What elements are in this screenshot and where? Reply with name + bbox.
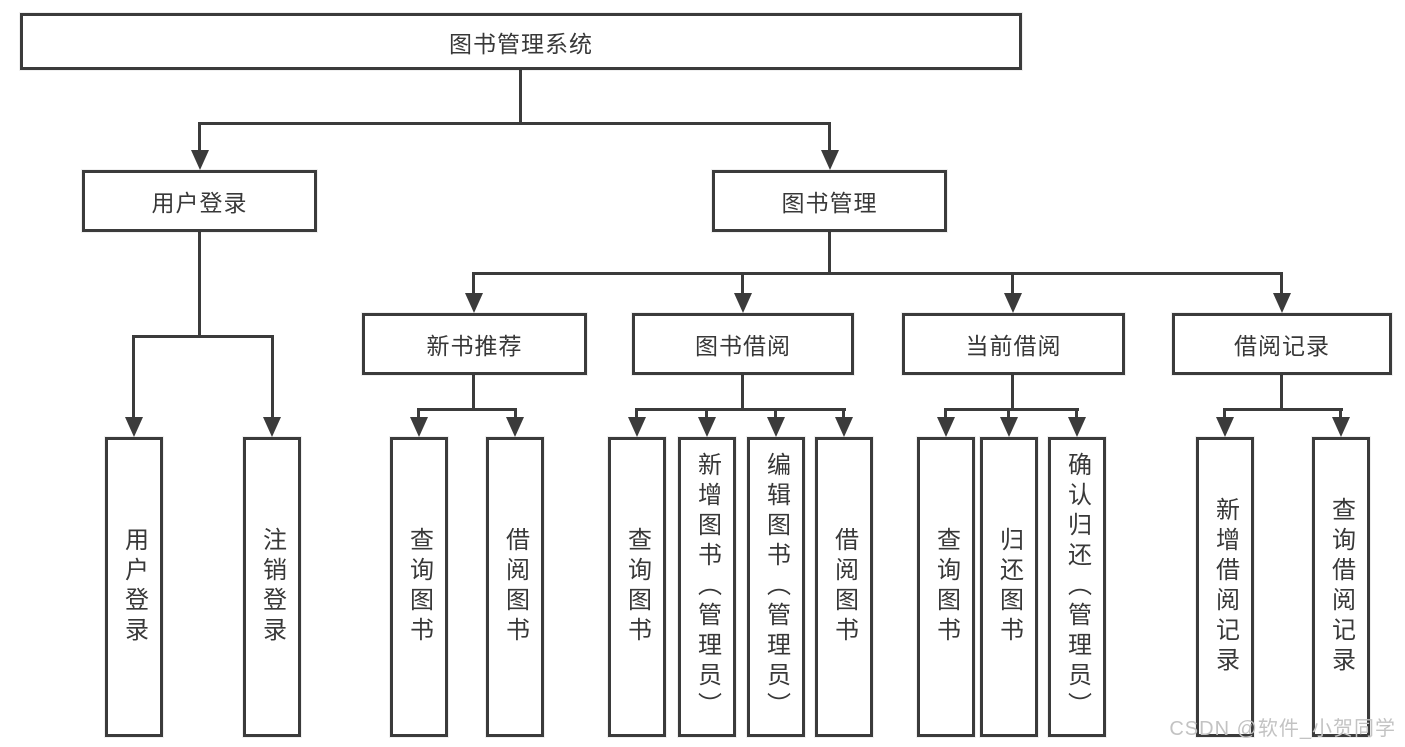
- node-user-login: 用户登录: [82, 170, 317, 232]
- leaf-borrowing-edit-books-admin: 编辑图书（管理员）: [747, 437, 805, 737]
- connector-line: [1280, 272, 1283, 295]
- connector-line: [842, 408, 845, 420]
- arrow-down-icon: [1216, 417, 1234, 437]
- connector-line: [198, 232, 201, 335]
- connector-line: [271, 335, 274, 419]
- arrow-down-icon: [1000, 417, 1018, 437]
- leaf-logout: 注销登录: [243, 437, 301, 737]
- connector-line: [1223, 408, 1343, 411]
- arrow-down-icon: [1004, 293, 1022, 313]
- connector-line: [473, 272, 1283, 275]
- leaf-current-query-books: 查询图书: [917, 437, 975, 737]
- arrow-down-icon: [410, 417, 428, 437]
- connector-line: [635, 408, 638, 420]
- arrow-down-icon: [698, 417, 716, 437]
- connector-line: [1339, 408, 1342, 420]
- connector-line: [635, 408, 846, 411]
- node-borrow-records: 借阅记录: [1172, 313, 1392, 375]
- connector-line: [741, 272, 744, 295]
- node-book-borrowing: 图书借阅: [632, 313, 854, 375]
- node-book-management: 图书管理: [712, 170, 947, 232]
- node-root-system: 图书管理系统: [20, 13, 1022, 70]
- arrow-down-icon: [191, 150, 209, 170]
- connector-line: [944, 408, 1079, 411]
- arrow-down-icon: [734, 293, 752, 313]
- connector-line: [132, 335, 274, 338]
- arrow-down-icon: [465, 293, 483, 313]
- node-current-borrowing: 当前借阅: [902, 313, 1125, 375]
- connector-line: [417, 408, 420, 420]
- arrow-down-icon: [263, 417, 281, 437]
- connector-line: [472, 272, 475, 295]
- arrow-down-icon: [125, 417, 143, 437]
- connector-line: [1011, 272, 1014, 295]
- arrow-down-icon: [1332, 417, 1350, 437]
- connector-line: [472, 375, 475, 408]
- leaf-current-return-books: 归还图书: [980, 437, 1038, 737]
- arrow-down-icon: [767, 417, 785, 437]
- connector-line: [828, 122, 831, 152]
- leaf-borrowing-add-books-admin: 新增图书（管理员）: [678, 437, 736, 737]
- connector-line: [944, 408, 947, 420]
- connector-line: [198, 122, 201, 152]
- leaf-newbook-query-books: 查询图书: [390, 437, 448, 737]
- connector-line: [1011, 375, 1014, 408]
- connector-line: [198, 122, 831, 125]
- connector-line: [519, 70, 522, 122]
- connector-line: [1223, 408, 1226, 420]
- leaf-borrowing-borrow-books: 借阅图书: [815, 437, 873, 737]
- connector-line: [1280, 375, 1283, 408]
- arrow-down-icon: [821, 150, 839, 170]
- arrow-down-icon: [1068, 417, 1086, 437]
- arrow-down-icon: [835, 417, 853, 437]
- connector-line: [705, 408, 708, 420]
- leaf-user-login: 用户登录: [105, 437, 163, 737]
- connector-line: [774, 408, 777, 420]
- arrow-down-icon: [628, 417, 646, 437]
- arrow-down-icon: [937, 417, 955, 437]
- connector-line: [828, 232, 831, 272]
- leaf-records-add-record: 新增借阅记录: [1196, 437, 1254, 737]
- csdn-watermark: CSDN @软件_小贺同学: [1169, 718, 1396, 740]
- arrow-down-icon: [1273, 293, 1291, 313]
- leaf-borrowing-query-books: 查询图书: [608, 437, 666, 737]
- connector-line: [514, 408, 517, 420]
- leaf-current-confirm-return-admin: 确认归还（管理员）: [1048, 437, 1106, 737]
- connector-line: [132, 335, 135, 419]
- leaf-newbook-borrow-books: 借阅图书: [486, 437, 544, 737]
- connector-line: [741, 375, 744, 408]
- node-new-book-recommend: 新书推荐: [362, 313, 587, 375]
- connector-line: [1075, 408, 1078, 420]
- arrow-down-icon: [506, 417, 524, 437]
- connector-line: [1007, 408, 1010, 420]
- leaf-records-query-record: 查询借阅记录: [1312, 437, 1370, 737]
- connector-line: [417, 408, 517, 411]
